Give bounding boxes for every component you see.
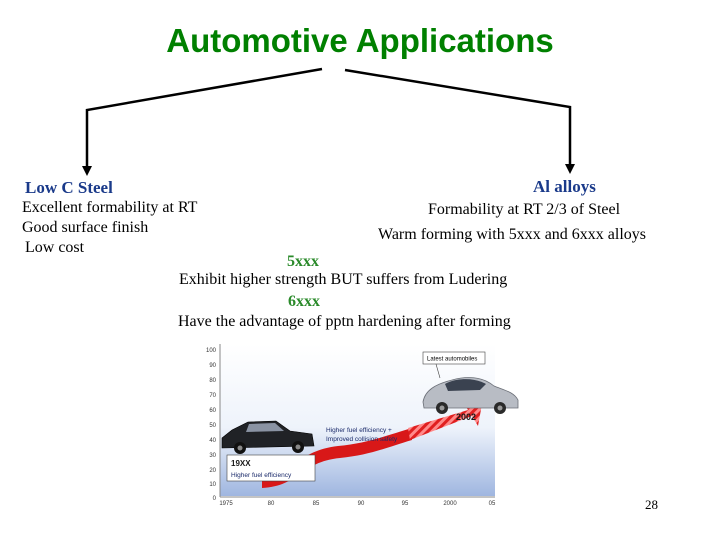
y-tick-label: 70 bbox=[209, 393, 216, 399]
label-5xxx: 5xxx bbox=[287, 253, 319, 270]
y-tick-label: 30 bbox=[209, 453, 216, 459]
trend-arrow-striped bbox=[408, 400, 482, 440]
latest-car-icon bbox=[422, 377, 519, 414]
desc-6xxx: Have the advantage of pptn hardening aft… bbox=[178, 313, 511, 330]
arrow-annotation-1: Higher fuel efficiency + bbox=[326, 427, 392, 434]
arrow-annotation-2: Improved collision safety bbox=[326, 436, 398, 443]
y-tick-label: 80 bbox=[209, 378, 216, 384]
old-caption: Higher fuel efficiency bbox=[231, 472, 292, 479]
left-line-3: Low cost bbox=[25, 239, 85, 256]
x-tick-label: 05 bbox=[489, 501, 496, 507]
right-arrow-head bbox=[565, 164, 575, 174]
left-line-1: Excellent formability at RT bbox=[22, 199, 198, 216]
right-line-2: Warm forming with 5xxx and 6xxx alloys bbox=[378, 226, 647, 243]
x-tick-label: 2000 bbox=[443, 501, 457, 507]
year-new-label: 2002 bbox=[456, 412, 476, 422]
left-line-2: Good surface finish bbox=[22, 219, 149, 236]
right-branch-line bbox=[344, 68, 572, 166]
y-tick-label: 50 bbox=[209, 423, 216, 429]
x-tick-label: 80 bbox=[268, 501, 275, 507]
x-tick-label: 90 bbox=[358, 501, 365, 507]
label-6xxx: 6xxx bbox=[288, 293, 320, 310]
old-car-icon bbox=[221, 420, 315, 454]
x-tick-label: 95 bbox=[402, 501, 409, 507]
latest-label-pointer bbox=[435, 363, 441, 379]
left-arrow-head bbox=[82, 166, 92, 176]
y-tick-label: 100 bbox=[206, 348, 217, 354]
low-c-steel-heading: Low C Steel bbox=[25, 178, 113, 197]
y-tick-label: 60 bbox=[209, 408, 216, 414]
year-old-label: 19XX bbox=[231, 459, 251, 468]
left-branch-line bbox=[85, 67, 323, 168]
y-tick-label: 0 bbox=[213, 496, 217, 502]
slide-title: Automotive Applications bbox=[166, 22, 554, 59]
desc-5xxx: Exhibit higher strength BUT suffers from… bbox=[179, 271, 508, 288]
x-tick-label: 85 bbox=[313, 501, 320, 507]
y-tick-label: 20 bbox=[209, 468, 216, 474]
latest-label-box bbox=[422, 351, 486, 365]
al-alloys-heading: Al alloys bbox=[533, 177, 596, 196]
page-number: 28 bbox=[645, 497, 658, 512]
right-line-1: Formability at RT 2/3 of Steel bbox=[428, 201, 621, 218]
y-tick-label: 10 bbox=[209, 482, 216, 488]
x-tick-label: 1975 bbox=[219, 501, 233, 507]
old-label-box bbox=[226, 454, 316, 482]
y-tick-label: 90 bbox=[209, 363, 216, 369]
y-tick-label: 40 bbox=[209, 438, 216, 444]
latest-label: Latest automobiles bbox=[427, 357, 477, 363]
